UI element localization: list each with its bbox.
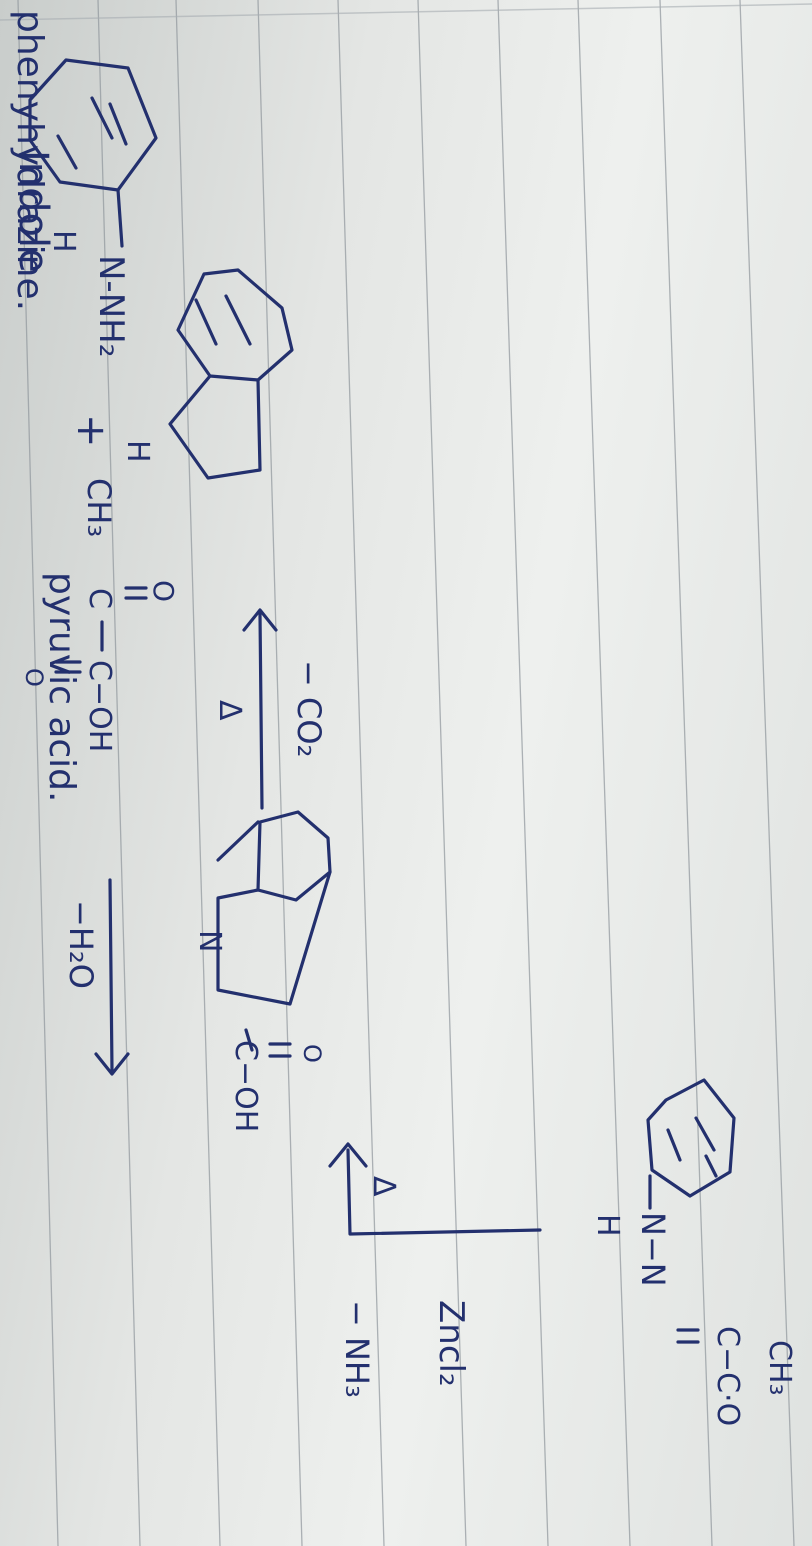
pyruvic-ch3: CH₃ — [80, 478, 118, 537]
benzene-ring-icon — [646, 1078, 736, 1198]
heat-symbol: Δ — [366, 1176, 401, 1197]
pyruvic-o-acid: O — [20, 668, 48, 687]
hydrazine-h-label: H — [46, 230, 81, 253]
pyruvic-o-ketone: O — [147, 580, 180, 602]
hydrazine-group-label: N-NH₂ — [91, 255, 131, 357]
indole-acid-o: O — [298, 1044, 326, 1063]
arrowhead-icon — [242, 608, 278, 632]
pyruvic-c-ketone: C — [82, 588, 117, 609]
reagent-co2: − CO₂ — [290, 660, 328, 757]
fused-ring-icon — [216, 810, 332, 1006]
hydrazone-c-chain: C−C·O — [710, 1326, 745, 1426]
benzene-ring-icon — [28, 58, 158, 192]
bond-line — [116, 188, 124, 248]
pyruvic-cooh: C−OH — [82, 660, 117, 752]
reagent-water: −H₂O — [62, 900, 100, 989]
bracket-arrow — [346, 1148, 542, 1236]
plus-sign: + — [68, 414, 114, 448]
hydrazone-nn: N−N — [634, 1212, 672, 1287]
single-bond — [244, 1028, 254, 1052]
indole-acid-n: N — [192, 930, 227, 952]
indole-acid-cooh: C−OH — [228, 1040, 263, 1132]
indole-ring-icon — [168, 268, 294, 480]
heat-symbol-2: Δ — [212, 700, 247, 721]
reaction-arrow — [258, 612, 264, 810]
arrowhead-icon — [328, 1142, 368, 1168]
reagent-zncl2: Zncl₂ — [431, 1300, 471, 1387]
hydrazone-h: H — [590, 1214, 625, 1237]
indole-nh: H — [120, 440, 155, 463]
arrowhead-icon — [94, 1052, 130, 1076]
reaction-arrow — [108, 878, 114, 1072]
pyruvic-acid-label: pyruvic acid. — [41, 572, 82, 802]
reagent-nh3: − NH₃ — [338, 1300, 376, 1398]
hydrazone-ch3: CH₃ — [762, 1340, 797, 1396]
indole-label: Indole — [10, 150, 56, 273]
phenylhydrazine-label: phenyhydrazine. — [9, 10, 50, 311]
